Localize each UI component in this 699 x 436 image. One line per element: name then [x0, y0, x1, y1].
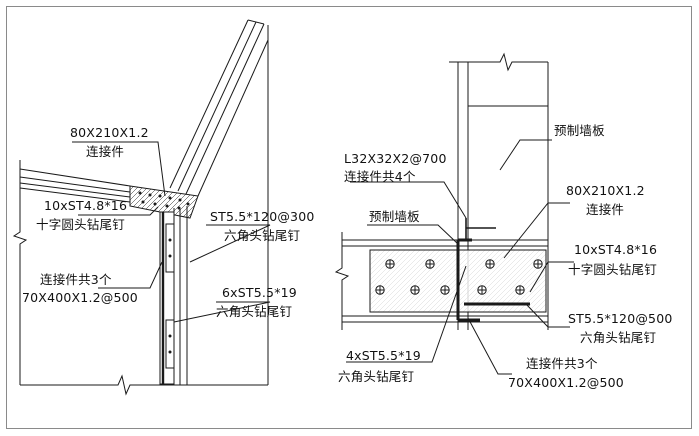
right-cross-screw-name: 十字圆头钻尾钉: [568, 262, 657, 277]
right-conn-plate-spec: 80X210X1.2: [566, 183, 645, 198]
left-conn-plate-hatch: [129, 185, 199, 219]
left-connector-set-count: 连接件共3个: [40, 272, 112, 287]
left-connector-bracket-2: [165, 319, 175, 369]
right-detail: [334, 52, 574, 375]
left-screw-dots: [138, 191, 190, 354]
leader-right-hex-screw-a: [525, 303, 570, 328]
left-cross-screw-spec: 10xST4.8*16: [44, 198, 128, 213]
right-connector-set-count: 连接件共3个: [526, 356, 598, 371]
left-conn-plate-name: 连接件: [86, 144, 125, 159]
slope-panel-edge-4: [197, 39, 269, 197]
slope-panel-cap: [247, 19, 265, 25]
right-panel-top-label: 预制墙板: [554, 123, 605, 138]
leader-left-conn-plate: [72, 141, 166, 197]
roof-panel-inner-edge-1: [19, 176, 131, 193]
leader-left-hex-screw-a: [189, 224, 271, 263]
leader-right-cross-screw: [529, 261, 574, 293]
roof-panel-inner-edge-2: [19, 182, 131, 198]
leader-right-angle: [350, 181, 467, 219]
leader-left-cross-screw: [78, 206, 159, 216]
leader-right-conn-plate: [503, 202, 570, 259]
slope-panel-edge-1: [169, 19, 249, 189]
right-top-break-line: [449, 52, 548, 72]
slope-panel-edge-3: [185, 23, 265, 195]
right-cross-screw-spec: 10xST4.8*16: [574, 242, 658, 257]
left-connector-set-spec: 70X400X1.2@500: [22, 290, 138, 305]
left-hex-screw-a-name: 六角头钻尾钉: [224, 228, 301, 243]
right-conn-plate-name: 连接件: [586, 202, 625, 217]
right-panel-left-label: 预制墙板: [369, 209, 420, 224]
right-screw-circles: [375, 259, 543, 295]
roof-panel-top-edge: [19, 168, 131, 187]
leader-left-hex-screw-b: [173, 301, 271, 323]
left-hex-screw-a-spec: ST5.5*120@300: [210, 209, 315, 224]
right-hex-screw-b-name: 六角头钻尾钉: [338, 369, 415, 384]
left-detail: [12, 19, 271, 396]
right-panel-break-line: [334, 232, 350, 330]
left-hex-screw-b-name: 六角头钻尾钉: [216, 304, 293, 319]
leader-left-connector-set: [98, 261, 163, 289]
leader-right-panel: [367, 224, 459, 245]
leader-right-connector-set: [467, 317, 512, 375]
right-hex-screw-a-name: 六角头钻尾钉: [580, 330, 657, 345]
left-cross-screw-name: 十字圆头钻尾钉: [36, 217, 125, 232]
right-hex-screw-b-spec: 4xST5.5*19: [346, 348, 421, 363]
left-connector-bracket-1: [165, 223, 175, 273]
right-angle-spec: L32X32X2@700: [344, 151, 447, 166]
right-hex-screw-a-spec: ST5.5*120@500: [568, 311, 673, 326]
right-angle-count: 连接件共4个: [344, 169, 416, 184]
drawing-frame: [6, 6, 692, 429]
left-bottom-break-line: [20, 374, 268, 396]
roof-panel-bottom-edge: [19, 187, 131, 203]
left-side-break-line: [12, 160, 28, 385]
left-conn-plate-spec: 80X210X1.2: [70, 125, 149, 140]
leader-right-panel-top: [499, 139, 552, 171]
slope-panel-edge-2: [177, 21, 257, 192]
right-connector-set-spec: 70X400X1.2@500: [508, 375, 624, 390]
leader-right-hex-screw-b: [346, 265, 467, 363]
left-hex-screw-b-spec: 6xST5.5*19: [222, 285, 297, 300]
